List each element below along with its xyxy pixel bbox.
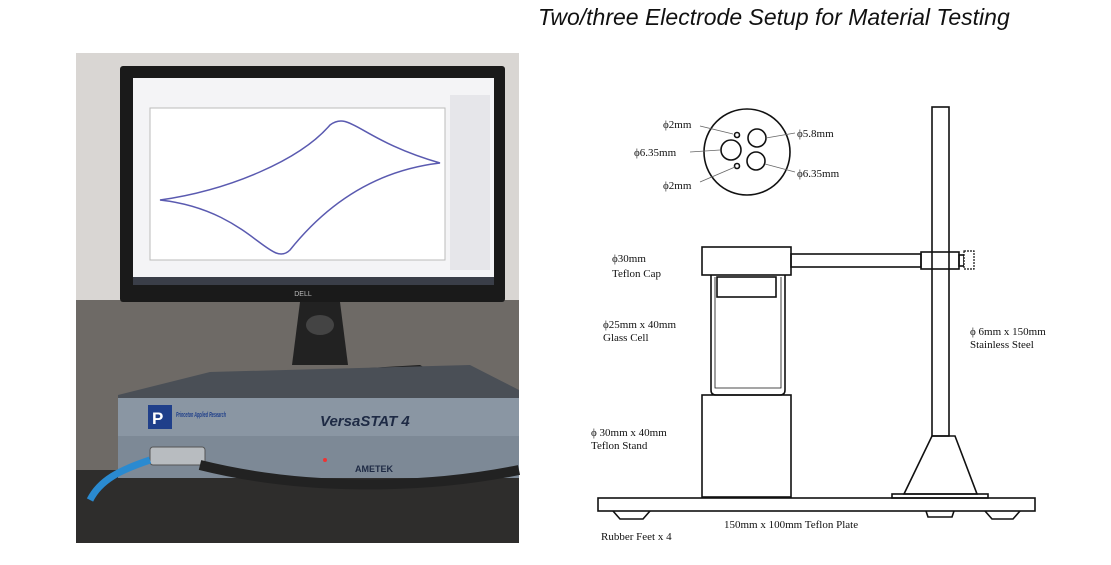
figure-title: Two/three Electrode Setup for Material T… xyxy=(538,4,1010,30)
rod-size-label: ϕ 6mm x 150mm xyxy=(970,326,1046,338)
plate-label: 150mm x 100mm Teflon Plate xyxy=(724,519,858,531)
rubber-foot xyxy=(984,510,1021,520)
stand-name-label: Teflon Stand xyxy=(591,440,648,452)
knob xyxy=(963,250,975,270)
feet-label: Rubber Feet x 4 xyxy=(601,531,672,543)
versastat-instrument: P Princeton Applied Research VersaSTAT 4… xyxy=(86,365,520,502)
model-label: VersaSTAT 4 xyxy=(320,413,410,430)
rubber-foot xyxy=(925,510,955,518)
hole-label-6.35mm-right: ϕ6.35mm xyxy=(797,168,840,180)
monitor: DELL xyxy=(120,66,505,392)
maker-logo: Princeton Applied Research xyxy=(176,412,226,419)
cap-name-label: Teflon Cap xyxy=(612,268,662,280)
electrode-setup-diagram: ϕ2mm ϕ6.35mm ϕ2mm ϕ5.8mm ϕ6.35mm ϕ30mm T… xyxy=(591,106,1046,543)
rubber-foot xyxy=(612,510,651,520)
steel-rod xyxy=(931,106,950,437)
glass-cell xyxy=(710,275,786,396)
clamp xyxy=(920,251,960,270)
hole-label-6.35mm-left: ϕ6.35mm xyxy=(634,147,677,159)
svg-text:P: P xyxy=(152,409,163,428)
rod-base xyxy=(902,435,979,495)
cap-top-view: ϕ2mm ϕ6.35mm ϕ2mm ϕ5.8mm ϕ6.35mm xyxy=(634,108,840,196)
monitor-brand: DELL xyxy=(294,291,312,298)
hole-label-2mm-top: ϕ2mm xyxy=(663,119,692,131)
stand-size-label: ϕ 30mm x 40mm xyxy=(591,427,667,439)
teflon-plate xyxy=(597,497,1036,512)
arm xyxy=(790,253,922,268)
cv-curve xyxy=(159,120,441,255)
brand-label: AMETEK xyxy=(355,464,394,474)
cap-size-label: ϕ30mm xyxy=(612,253,646,265)
cell-name-label: Glass Cell xyxy=(603,332,649,344)
teflon-cap xyxy=(701,246,792,276)
teflon-stand xyxy=(701,394,792,498)
instrument-photo: DELL P Princeton Applied Research VersaS… xyxy=(76,53,520,543)
hole-label-2mm-bottom: ϕ2mm xyxy=(663,180,692,192)
hole-label-5.8mm: ϕ5.8mm xyxy=(797,128,834,140)
rod-name-label: Stainless Steel xyxy=(970,339,1034,351)
cell-size-label: ϕ25mm x 40mm xyxy=(603,319,676,331)
